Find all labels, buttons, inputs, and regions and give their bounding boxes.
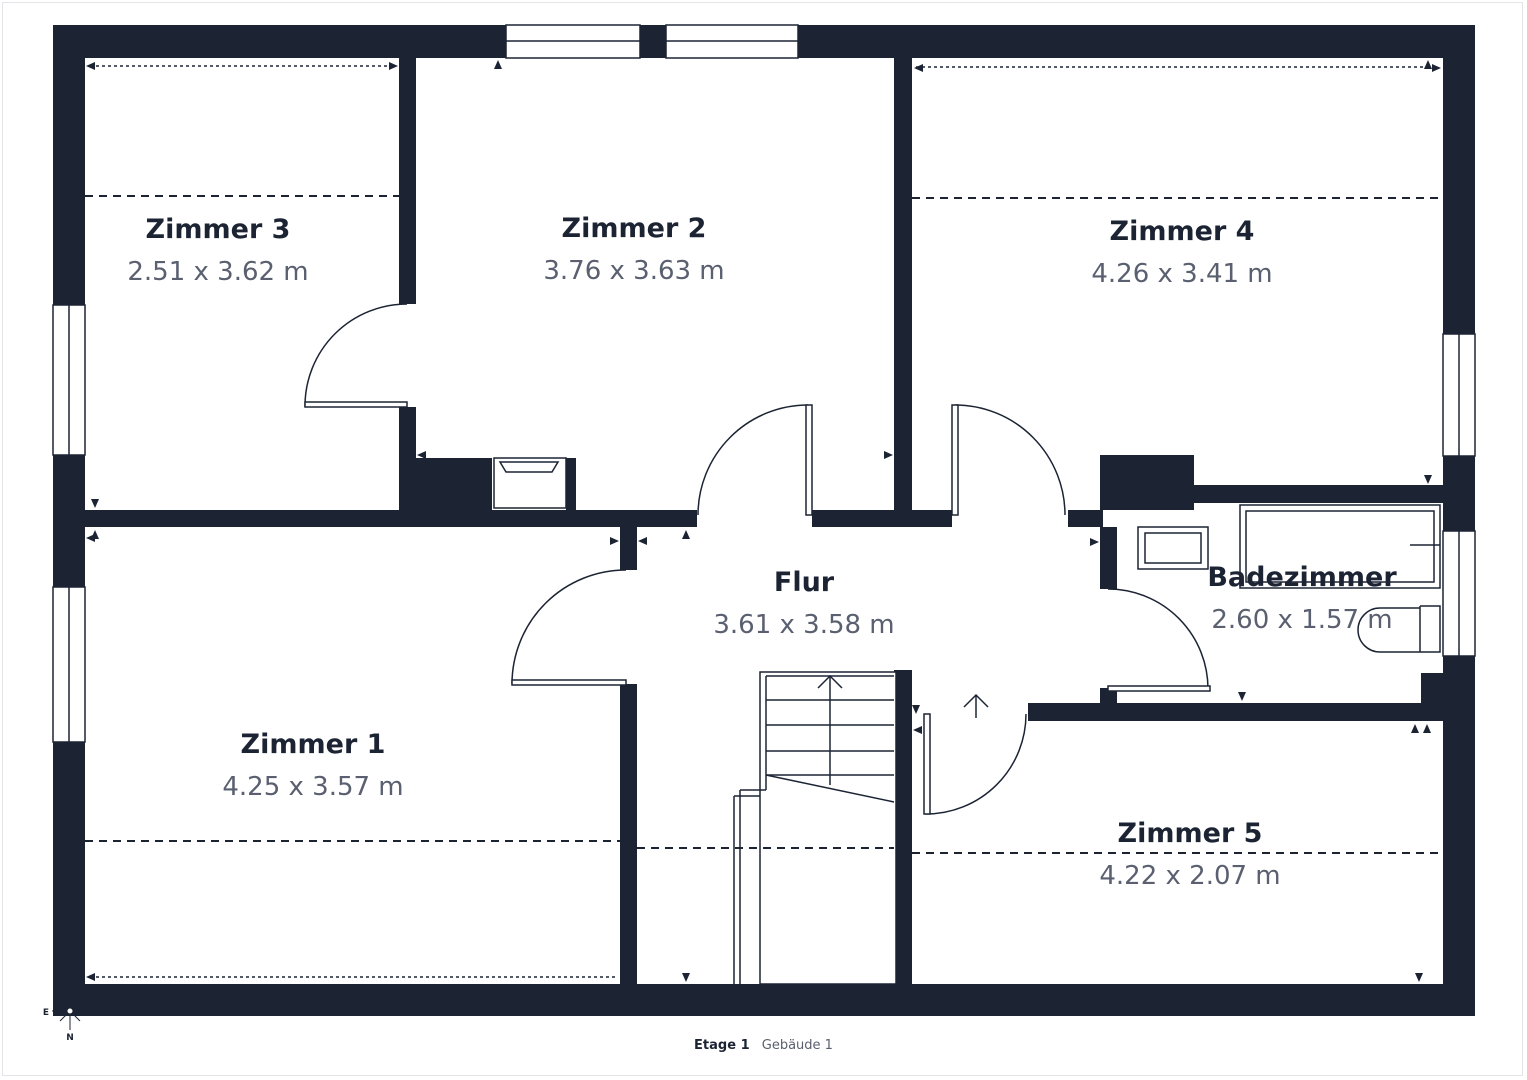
room-dimensions: 2.60 x 1.57 m — [1211, 605, 1392, 635]
room-name: Zimmer 1 — [241, 729, 386, 760]
room-label-badezimmer: Badezimmer 2.60 x 1.57 m — [1207, 562, 1397, 635]
room-label-zimmer-1: Zimmer 1 4.25 x 3.57 m — [222, 729, 403, 802]
interior-walls — [85, 58, 1443, 984]
room-name: Badezimmer — [1207, 562, 1397, 593]
room-name: Zimmer 2 — [562, 213, 707, 244]
room-dimensions: 3.76 x 3.63 m — [543, 256, 724, 286]
room-dimensions: 4.26 x 3.41 m — [1091, 259, 1272, 289]
room-name: Zimmer 5 — [1118, 818, 1263, 849]
room-dimensions: 2.51 x 3.62 m — [127, 257, 308, 287]
floor-label: Etage 1 — [694, 1038, 750, 1053]
room-label-zimmer-5: Zimmer 5 4.22 x 2.07 m — [1099, 818, 1280, 891]
staircase — [733, 671, 989, 985]
room-label-zimmer-3: Zimmer 3 2.51 x 3.62 m — [127, 214, 308, 287]
edge-dim-lines — [90, 65, 1438, 978]
compass-w: W — [90, 1008, 100, 1018]
room-label-flur: Flur 3.61 x 3.58 m — [713, 567, 894, 640]
plan-footer: Etage 1 Gebäude 1 — [0, 1038, 1527, 1053]
compass-rose: S E W N — [43, 984, 100, 1043]
compass-icon — [52, 994, 88, 1030]
bathroom-fixtures — [493, 457, 1441, 653]
room-dimensions: 4.22 x 2.07 m — [1099, 861, 1280, 891]
compass-e: E — [43, 1008, 49, 1018]
room-name: Zimmer 4 — [1110, 216, 1255, 247]
measure-arrows — [86, 60, 1441, 982]
room-name: Zimmer 3 — [146, 214, 291, 245]
room-label-zimmer-4: Zimmer 4 4.26 x 3.41 m — [1091, 216, 1272, 289]
compass-s: S — [67, 984, 73, 994]
building-label: Gebäude 1 — [761, 1038, 833, 1053]
room-label-zimmer-2: Zimmer 2 3.76 x 3.63 m — [543, 213, 724, 286]
ceiling-lines — [85, 195, 1443, 854]
doors — [304, 303, 1211, 815]
room-dimensions: 3.61 x 3.58 m — [713, 610, 894, 640]
room-dimensions: 4.25 x 3.57 m — [222, 772, 403, 802]
compass-n: N — [66, 1033, 74, 1043]
room-name: Flur — [774, 567, 835, 598]
windows — [52, 24, 1476, 743]
